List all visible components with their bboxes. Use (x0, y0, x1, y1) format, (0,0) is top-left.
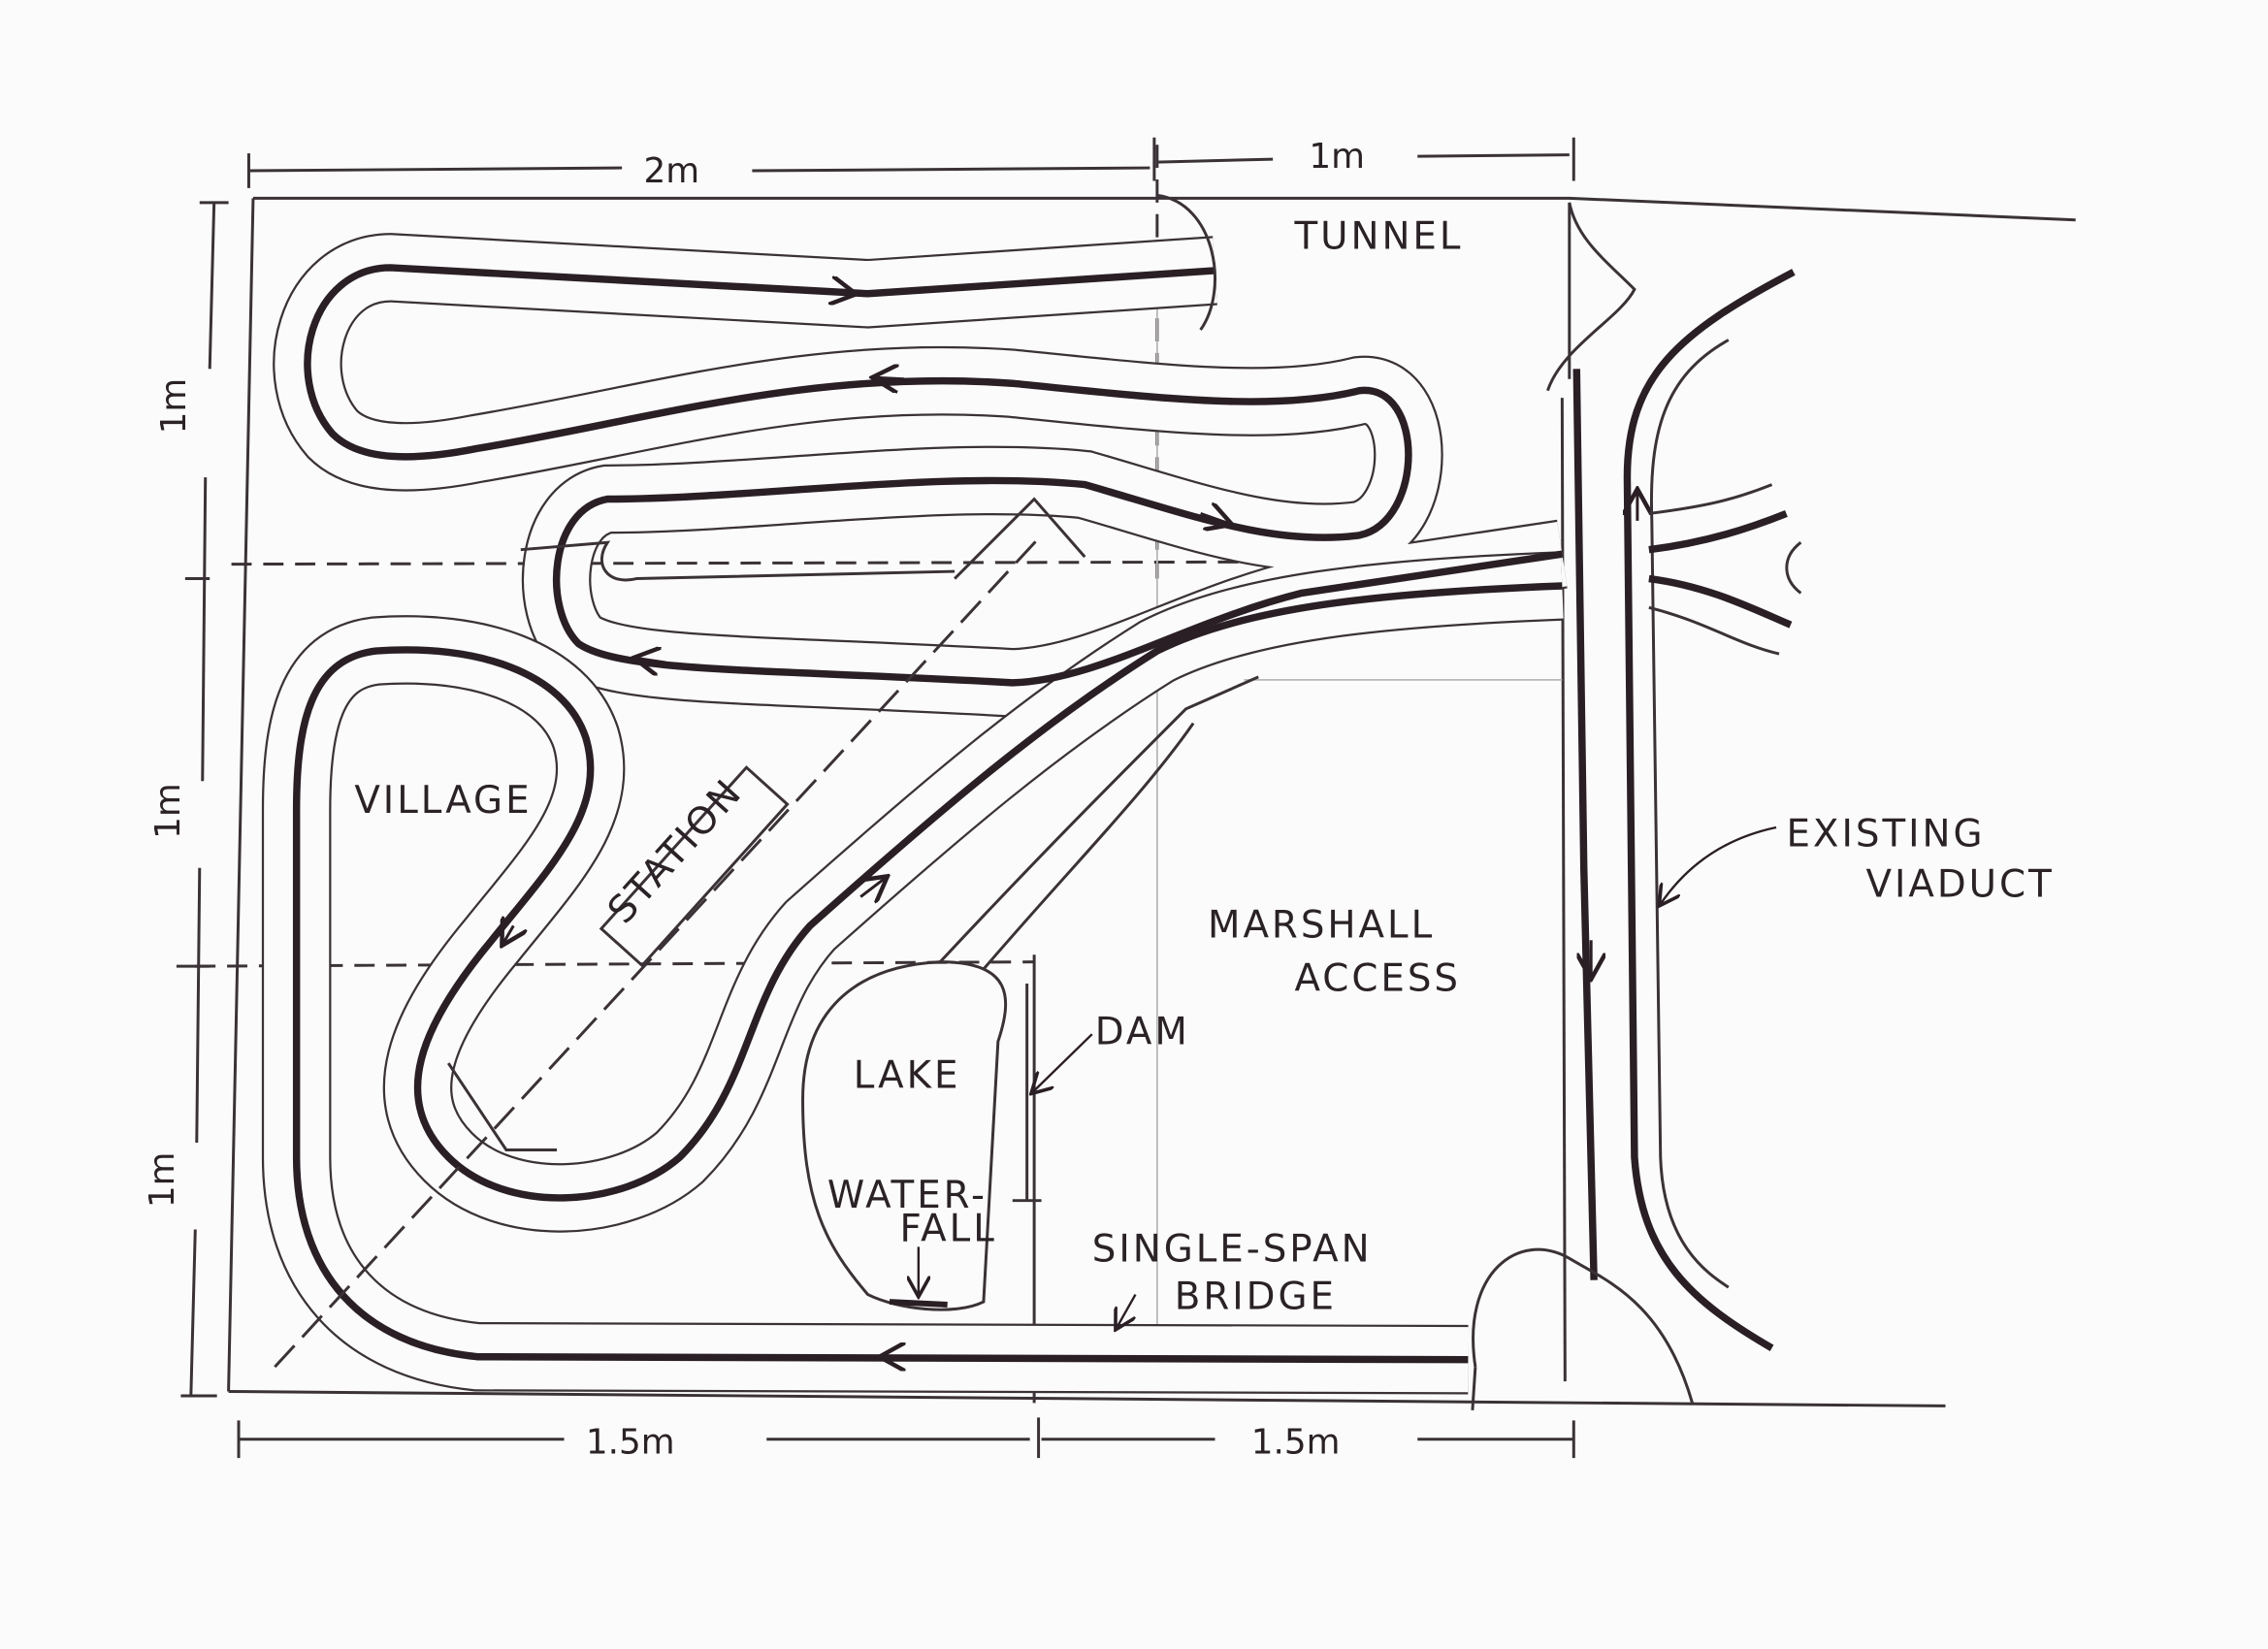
bridge-arrow (1117, 1294, 1137, 1328)
existing-viaduct (1471, 202, 1802, 1410)
viaduct-label-line1: EXISTING (1786, 812, 1985, 856)
station-building (599, 765, 790, 968)
baseboard-outline (195, 145, 2076, 1407)
dimension-lines (176, 137, 1575, 1459)
marshall-label-line2: ACCESS (1295, 956, 1462, 1000)
dam-arrow (1033, 1033, 1093, 1092)
dam-label: DAM (1095, 1011, 1190, 1054)
dim-top-right: 1m (1309, 137, 1365, 177)
bridge-label-line2: BRIDGE (1175, 1276, 1337, 1319)
dim-top-left: 2m (644, 151, 700, 191)
direction-arrows (503, 289, 1637, 1356)
dim-left-middle: 1m (148, 783, 188, 839)
track-main-line (261, 233, 1568, 1395)
dim-bottom-right: 1.5m (1251, 1423, 1341, 1463)
dim-bottom-left: 1.5m (586, 1423, 675, 1463)
marshall-label-line1: MARSHALL (1208, 903, 1435, 947)
tunnel-portal (1156, 193, 1216, 331)
dim-left-top: 1m (154, 378, 194, 435)
lake (801, 675, 1259, 1311)
lake-label: LAKE (854, 1053, 961, 1097)
bridge-label-line1: SINGLE-SPAN (1092, 1227, 1373, 1271)
viaduct-label-line2: VIADUCT (1865, 863, 2054, 907)
waterfall-label-line2: FALL (899, 1207, 996, 1250)
station-area (274, 497, 1086, 1369)
dim-left-bottom: 1m (143, 1152, 182, 1209)
tunnel-label: TUNNEL (1294, 215, 1464, 259)
viaduct-arrow (1661, 825, 1777, 904)
waterfall-label-line1: WATER- (827, 1174, 988, 1217)
village-label: VILLAGE (354, 779, 532, 823)
